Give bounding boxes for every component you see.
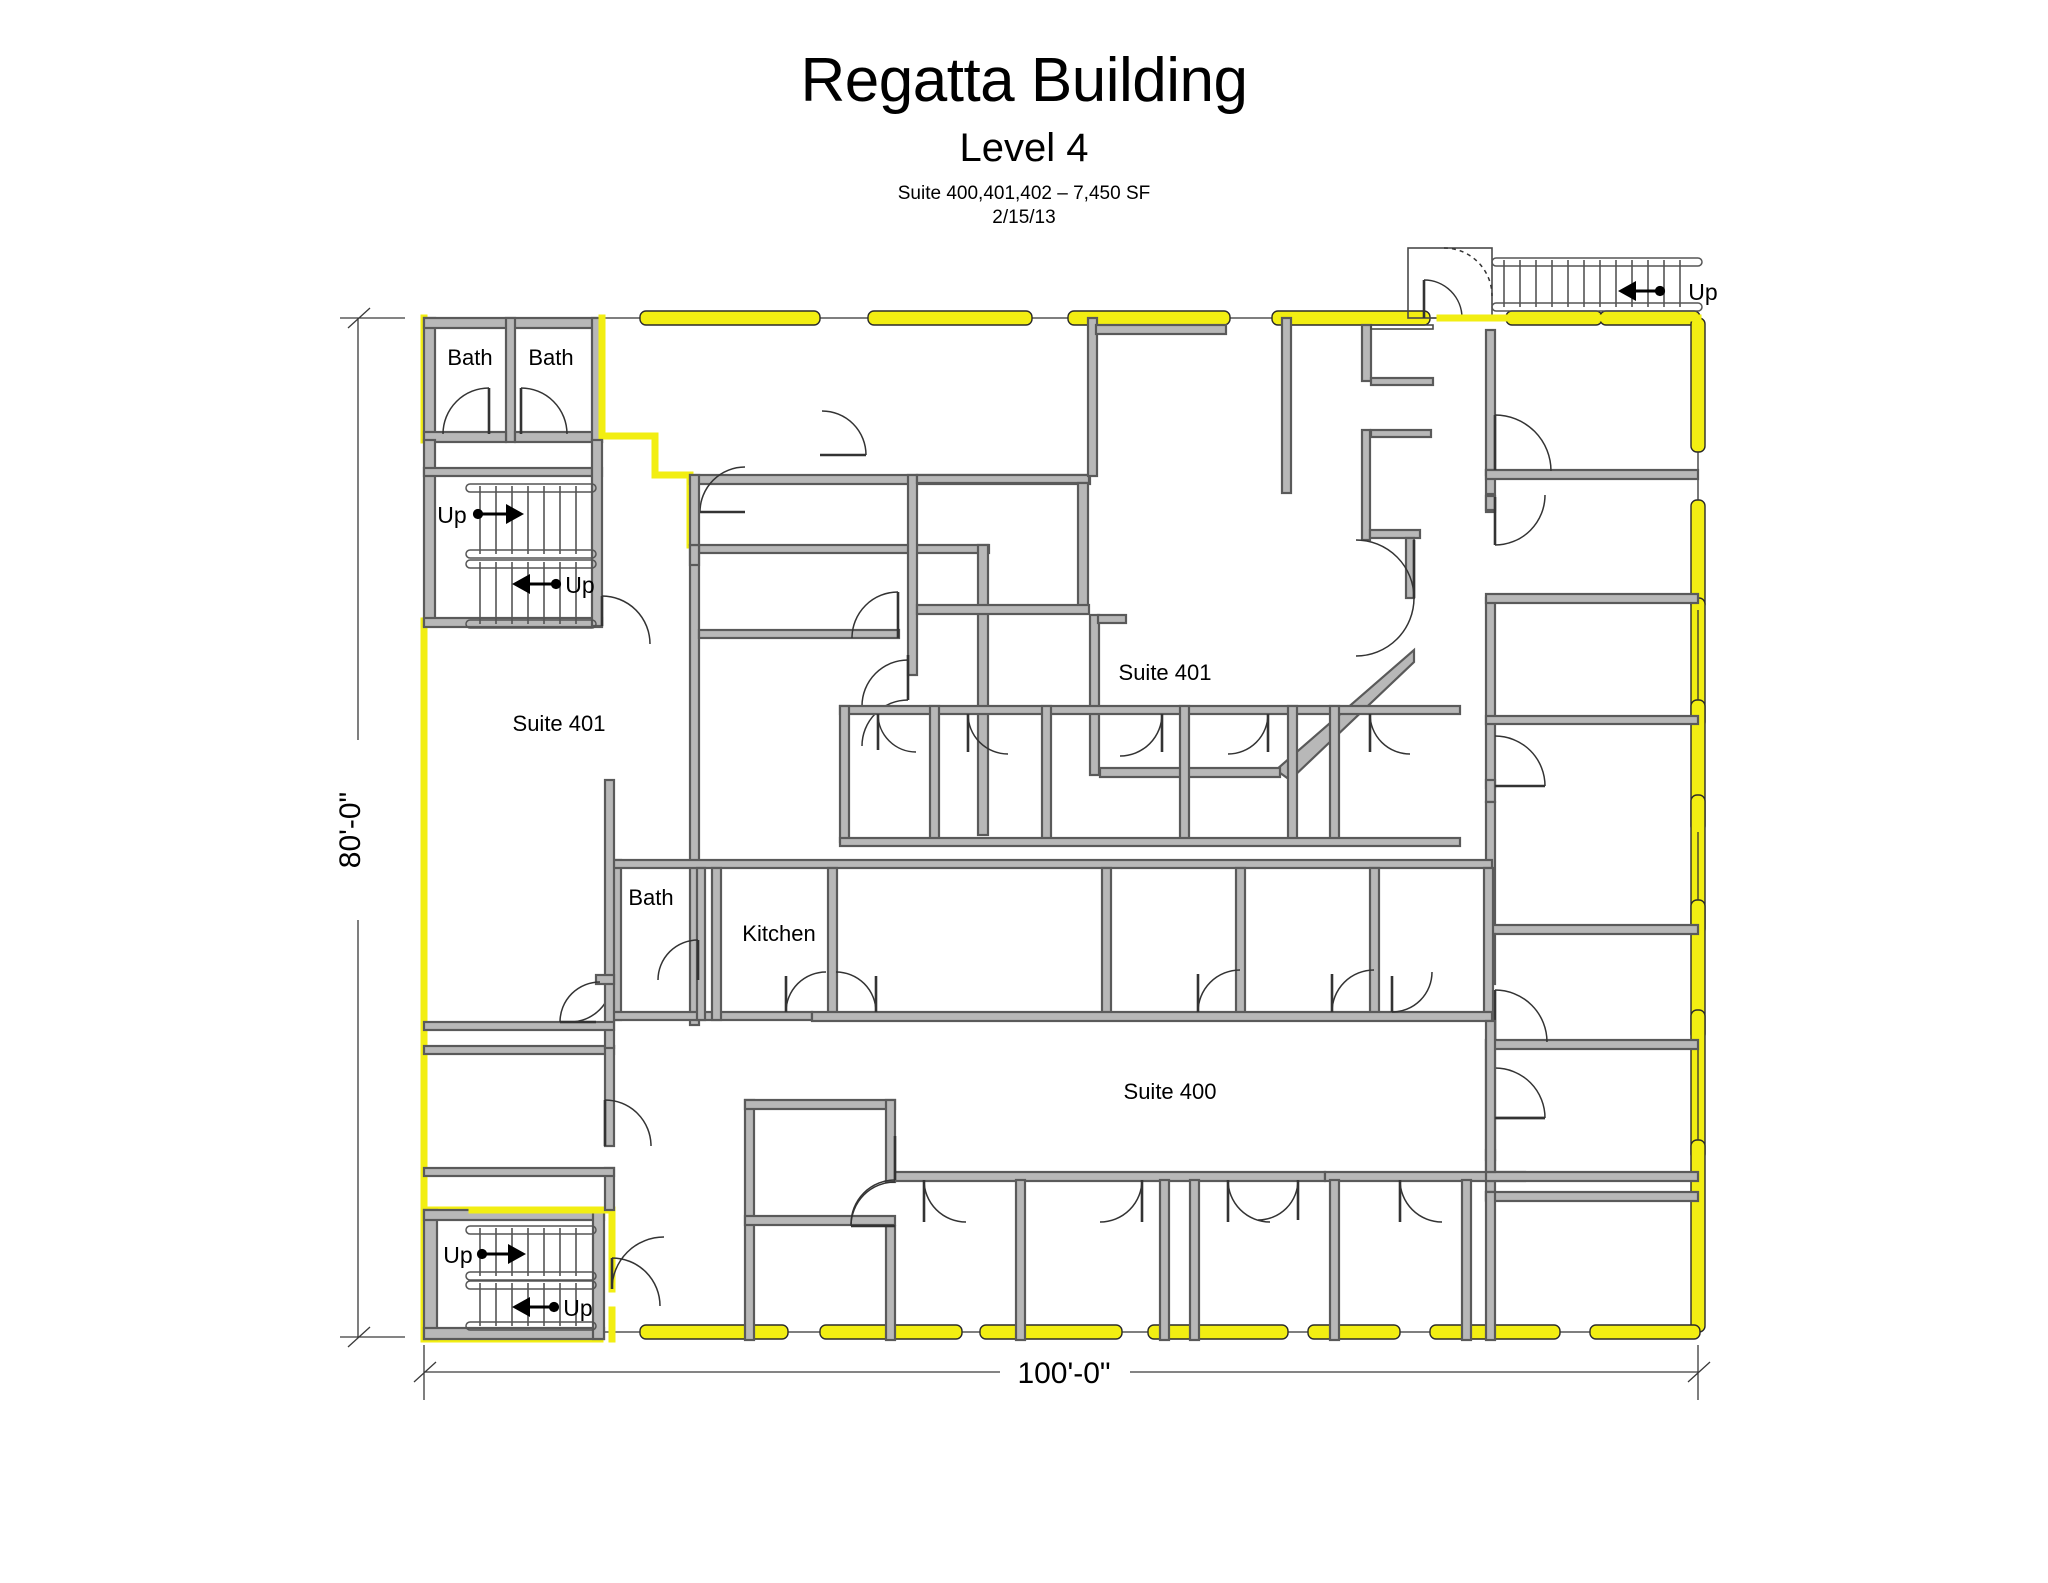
stair-label-ne: Up: [1688, 279, 1717, 305]
interior-walls-upper-left: [688, 410, 1092, 1027]
stair-label-nw-lower: Up: [565, 572, 594, 598]
dimension-label-group: 80'-0" 100'-0": [334, 792, 1111, 1390]
stair-up-arrow-icon: [1618, 281, 1666, 301]
dimension-horizontal: [413, 1345, 1711, 1400]
window-column-right: [1690, 317, 1706, 1333]
stair-label-sw-upper: Up: [443, 1242, 472, 1268]
stair-label-nw-upper: Up: [437, 502, 466, 528]
stair-sw: [422, 1206, 665, 1343]
room-label-suite-401-west: Suite 401: [513, 711, 606, 736]
room-label-bath-nw-2: Bath: [528, 345, 573, 370]
room-label-suite-400: Suite 400: [1124, 1079, 1217, 1104]
stair-label-sw-lower: Up: [563, 1295, 592, 1321]
dimension-vertical: [338, 307, 405, 1348]
window-row-bottom: [600, 1324, 1701, 1340]
bathroom-block-nw: [422, 316, 604, 444]
room-label-bath-center: Bath: [628, 885, 673, 910]
wall-connectors-nw: [688, 473, 701, 567]
interior-walls-left-mid: [422, 778, 652, 1212]
wall-connectors-lower: [1484, 1019, 1545, 1342]
room-label-group: Bath Bath Suite 401 Suite 401 Bath Kitch…: [447, 345, 1216, 1104]
dimension-label-height: 80'-0": [334, 792, 367, 868]
wall-yellow-jog-nw: [598, 314, 694, 549]
stair-up-arrow-icon: [512, 1297, 560, 1317]
room-label-suite-401-east: Suite 401: [1119, 660, 1212, 685]
office-band-upper: [838, 704, 1462, 848]
interior-walls-right-strip: [1484, 328, 1700, 1203]
room-label-kitchen: Kitchen: [742, 921, 815, 946]
stair-nw: [422, 438, 651, 645]
stair-label-group: Up Up Up Up Up: [437, 279, 1717, 1321]
stair-up-arrow-icon: [472, 504, 524, 524]
office-band-bottom: [743, 1098, 1700, 1342]
office-band-lower: [569, 858, 1495, 1023]
room-label-bath-nw-1: Bath: [447, 345, 492, 370]
stair-up-arrow-icon: [476, 1244, 526, 1264]
stair-ne: [1407, 247, 1703, 322]
stair-up-arrow-icon: [512, 574, 562, 594]
dimension-label-width: 100'-0": [1017, 1357, 1110, 1390]
